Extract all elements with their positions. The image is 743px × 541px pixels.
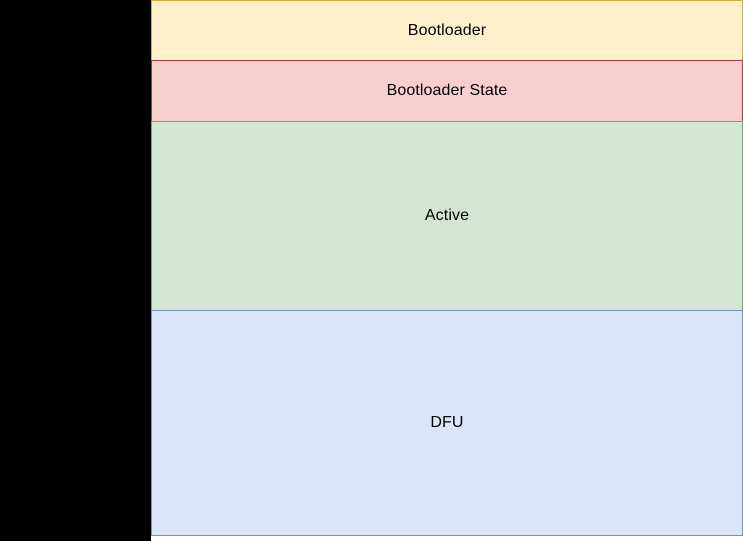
memory-block-active[interactable]: Active: [151, 121, 743, 311]
occluded-left-panel: [0, 0, 151, 541]
memory-block-bootloader[interactable]: Bootloader: [151, 0, 743, 61]
memory-block-dfu[interactable]: DFU: [151, 310, 743, 536]
memory-layout-map: Bootloader Bootloader State Active DFU: [151, 0, 743, 536]
memory-block-label: Bootloader State: [386, 82, 508, 100]
memory-block-label: DFU: [430, 414, 464, 432]
memory-block-label: Active: [424, 207, 470, 225]
memory-block-bootloader-state[interactable]: Bootloader State: [151, 60, 743, 122]
memory-block-label: Bootloader: [407, 21, 487, 39]
